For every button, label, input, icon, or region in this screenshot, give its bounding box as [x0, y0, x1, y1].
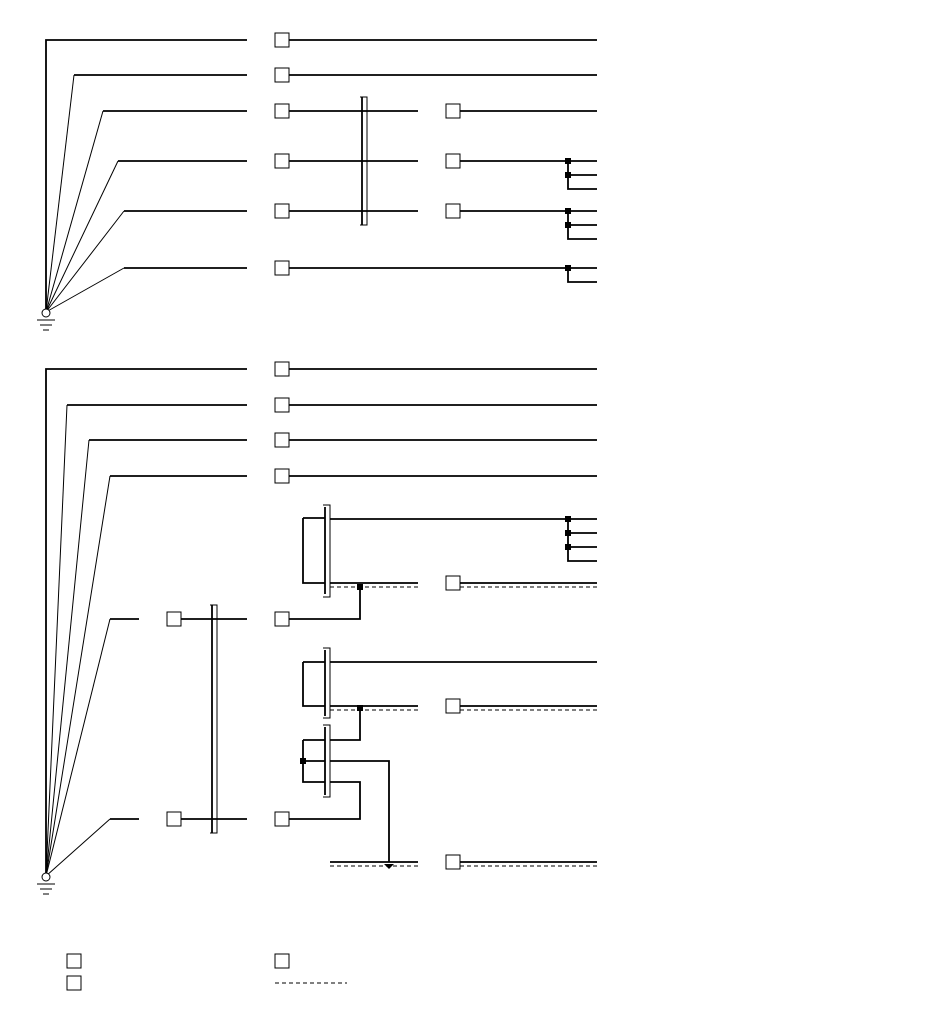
terminal-box — [445, 153, 461, 169]
terminal-box — [274, 67, 290, 83]
splice — [565, 265, 597, 283]
terminal-box — [445, 854, 461, 870]
shield-drain-junction — [384, 864, 394, 869]
wire — [45, 110, 104, 313]
wire — [45, 74, 75, 313]
terminal-box — [166, 811, 182, 827]
legend — [66, 953, 347, 991]
upper-ground-fan — [45, 39, 247, 313]
splice — [565, 516, 597, 562]
wire — [45, 818, 111, 877]
module-a — [282, 504, 597, 620]
terminal-box — [274, 611, 290, 627]
terminal-box — [445, 575, 461, 591]
wire — [45, 267, 125, 313]
wire — [45, 210, 125, 313]
ground-symbol — [37, 308, 55, 331]
connector-bracket — [210, 604, 218, 834]
wire — [45, 39, 247, 312]
wire — [45, 368, 247, 876]
terminal-box — [166, 611, 182, 627]
splice — [565, 208, 597, 240]
lower-harness — [37, 361, 597, 895]
wire — [45, 475, 111, 877]
connector-bracket — [360, 96, 368, 226]
upper-harness — [37, 32, 597, 331]
module-c — [282, 724, 390, 862]
terminal-box — [274, 468, 290, 484]
module-b — [302, 647, 597, 741]
terminal-box — [274, 397, 290, 413]
terminal-box — [445, 203, 461, 219]
terminal-box — [274, 32, 290, 48]
legend-box-symbol — [274, 953, 290, 969]
terminal-box — [274, 811, 290, 827]
ground-symbol — [37, 872, 55, 895]
lower-ground-fan — [45, 368, 247, 877]
splice — [565, 158, 597, 190]
terminal-box — [445, 698, 461, 714]
terminal-box — [274, 203, 290, 219]
terminal-box — [445, 103, 461, 119]
wire — [45, 439, 90, 877]
terminal-box — [274, 361, 290, 377]
terminal-box — [274, 153, 290, 169]
terminal-box — [274, 260, 290, 276]
wire — [45, 160, 119, 313]
wire — [45, 404, 68, 877]
legend-box-symbol — [66, 975, 82, 991]
wire — [45, 618, 111, 877]
legend-box-symbol — [66, 953, 82, 969]
terminal-box — [274, 432, 290, 448]
terminal-box — [274, 103, 290, 119]
